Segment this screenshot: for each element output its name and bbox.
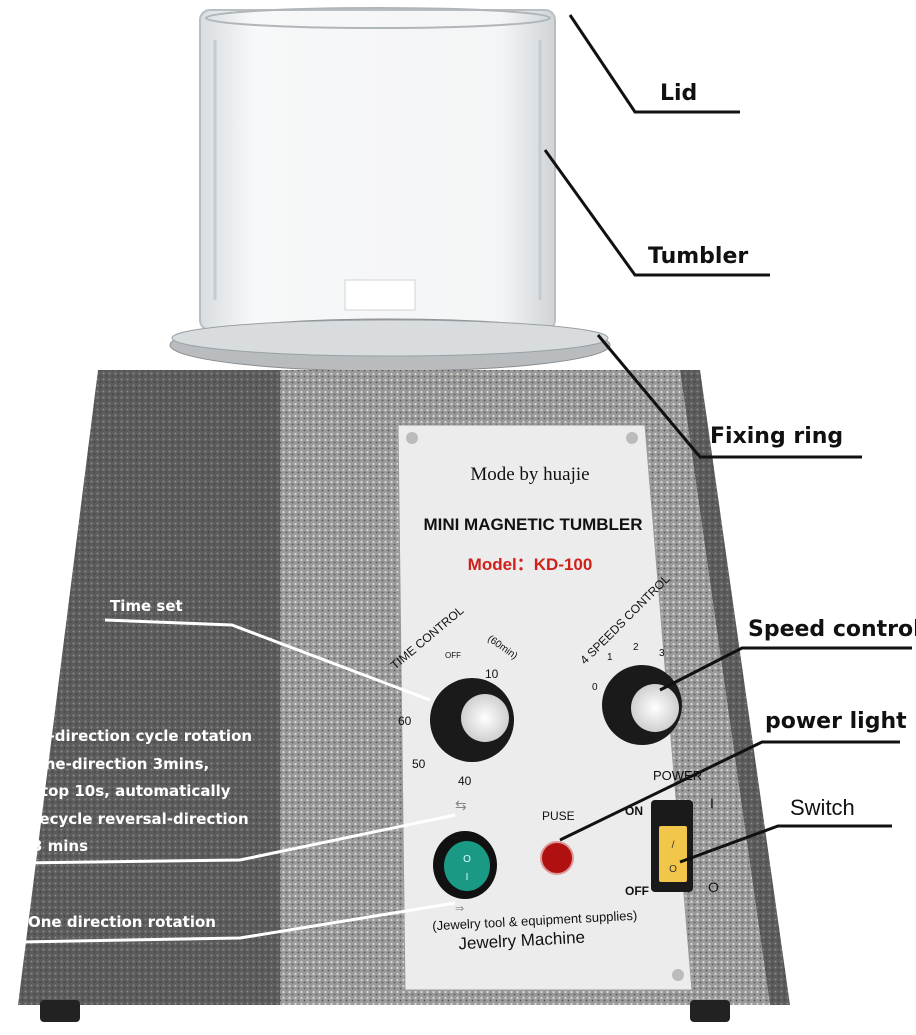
screw — [672, 969, 684, 981]
bidirection-arrows-icon: ⇆ — [455, 797, 467, 813]
lid-rim — [205, 7, 551, 29]
tick-50: 50 — [412, 757, 426, 771]
glass-tumbler — [199, 7, 556, 331]
one-direction-arrow-icon: ⇒ — [455, 903, 464, 915]
speed-tick-2: 2 — [633, 642, 639, 653]
tick-10: 10 — [485, 667, 499, 681]
time-set-label: Time set — [110, 597, 183, 615]
tick-off: OFF — [445, 651, 461, 660]
model-label: Model：KD-100 — [468, 555, 593, 574]
off-symbol: O — [708, 879, 719, 895]
svg-text:/: / — [672, 840, 675, 851]
tumbler-label: Tumbler — [648, 244, 748, 269]
callout-lines-white — [19, 618, 456, 944]
bi-direction-description: Bi-direction cycle rotation One-directio… — [32, 727, 252, 855]
speed-control-label: Speed control — [748, 617, 916, 642]
puse-label: PUSE — [542, 809, 575, 823]
speed-tick-0: 0 — [592, 682, 598, 693]
svg-text:recycle reversal-direction: recycle reversal-direction — [32, 810, 249, 828]
svg-text:stop 10s, automatically: stop 10s, automatically — [32, 782, 231, 800]
svg-text:One-direction 3mins,: One-direction 3mins, — [32, 755, 209, 773]
power-light — [540, 841, 574, 875]
svg-text:O: O — [463, 854, 471, 865]
lid-label: Lid — [660, 81, 697, 106]
tick-60: 60 — [398, 714, 412, 728]
foot — [40, 1000, 80, 1022]
maker-label: Mode by huajie — [470, 464, 589, 485]
power-light-label: power light — [765, 709, 907, 734]
svg-text:Bi-direction cycle rotation: Bi-direction cycle rotation — [32, 727, 252, 745]
control-panel: Mode by huajie MINI MAGNETIC TUMBLER Mod… — [388, 424, 719, 991]
svg-text:3 mins: 3 mins — [32, 837, 88, 855]
foot — [690, 1000, 730, 1022]
direction-rocker-switch[interactable]: O I — [433, 831, 497, 899]
on-symbol: I — [710, 795, 714, 811]
one-direction-label: One direction rotation — [28, 913, 216, 931]
fixing-ring — [169, 318, 611, 372]
time-control-knob[interactable] — [430, 678, 514, 762]
svg-text:I: I — [466, 872, 469, 883]
callout-lines — [543, 14, 912, 864]
off-label: OFF — [625, 884, 649, 898]
speed-tick-1: 1 — [607, 652, 613, 663]
speed-tick-3: 3 — [659, 648, 665, 659]
product-name: MINI MAGNETIC TUMBLER — [423, 515, 642, 534]
switch-label: Switch — [790, 795, 855, 820]
screw — [626, 432, 638, 444]
fixing-ring-label: Fixing ring — [710, 424, 843, 449]
power-label: POWER — [653, 768, 702, 783]
screw — [406, 432, 418, 444]
power-switch[interactable]: / O — [651, 800, 693, 892]
tick-40: 40 — [458, 774, 472, 788]
speed-control-knob[interactable] — [602, 665, 682, 745]
svg-text:O: O — [669, 864, 677, 875]
